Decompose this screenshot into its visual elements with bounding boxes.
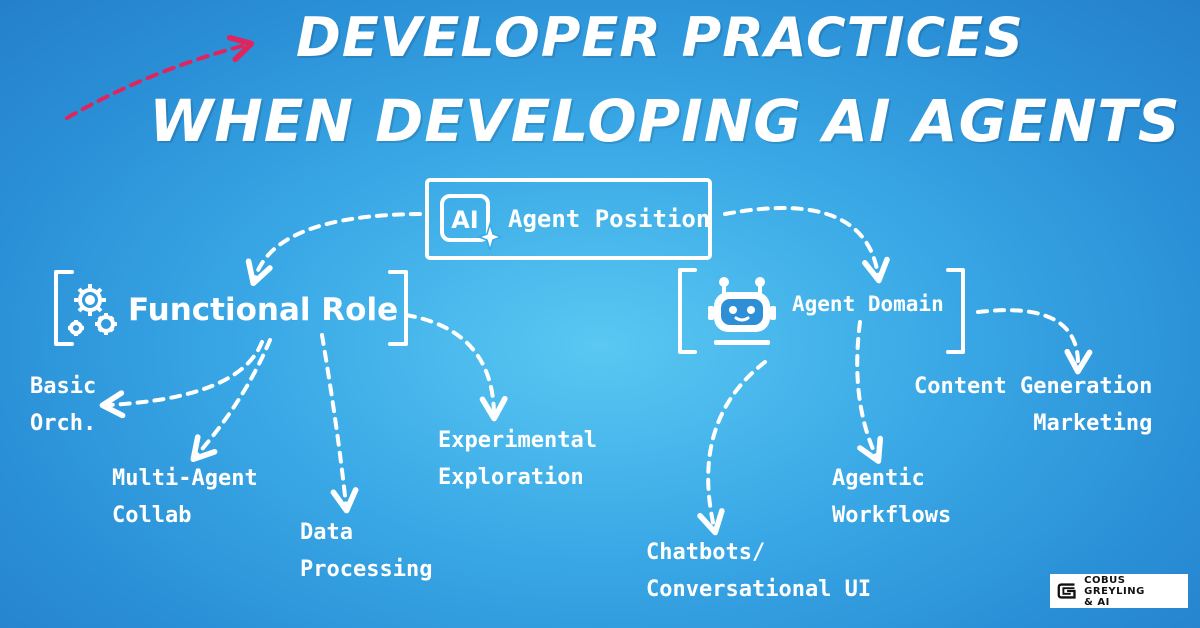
connector-to-chatbots	[697, 360, 767, 536]
connector-to-agentic-workflows	[855, 320, 884, 464]
gears-icon	[68, 284, 117, 336]
connector-root-to-agent-domain	[723, 206, 890, 284]
ai-sparkle-icon: AI	[440, 194, 502, 250]
leaf-content-generation-marketing: Content Generation Marketing	[914, 374, 1153, 436]
cobus-greyling-logo: COBUS GREYLING & AI	[1050, 574, 1188, 608]
leaf-agentic-workflows: Agentic Workflows	[832, 466, 952, 528]
connector-to-content-generation	[976, 308, 1093, 375]
agent-domain-frame	[678, 268, 965, 354]
agent-position-frame	[425, 178, 712, 260]
leaf-basic-orch: Basic Orch.	[30, 374, 97, 436]
connector-to-multi-agent	[190, 338, 272, 463]
leaf-experimental-exploration: Experimental Exploration	[438, 428, 597, 490]
agent-position-label: Agent Position	[508, 205, 711, 233]
logo-text: COBUS GREYLING & AI	[1084, 574, 1145, 608]
svg-text:AI: AI	[451, 206, 479, 234]
leaf-data-processing: Data Processing	[300, 520, 433, 582]
title-pointer-arrow	[65, 34, 255, 120]
cg-logo-icon	[1057, 583, 1076, 599]
functional-role-label: Functional Role	[128, 292, 399, 328]
connector-to-experimental	[404, 313, 508, 422]
connector-to-data-processing	[320, 333, 359, 514]
connector-root-to-functional-role	[245, 212, 422, 287]
robot-icon	[708, 277, 776, 345]
connector-to-basic-orch	[99, 340, 264, 419]
agent-domain-label: Agent Domain	[792, 292, 944, 316]
title-line-1: DEVELOPER PRACTICES	[296, 6, 1024, 69]
leaf-multi-agent-collab: Multi-Agent Collab	[112, 466, 258, 528]
functional-role-frame	[54, 270, 408, 346]
title-line-2: WHEN DEVELOPING AI AGENTS	[149, 87, 1181, 155]
leaf-chatbots-conversational-ui: Chatbots/ Conversational UI	[646, 540, 872, 602]
